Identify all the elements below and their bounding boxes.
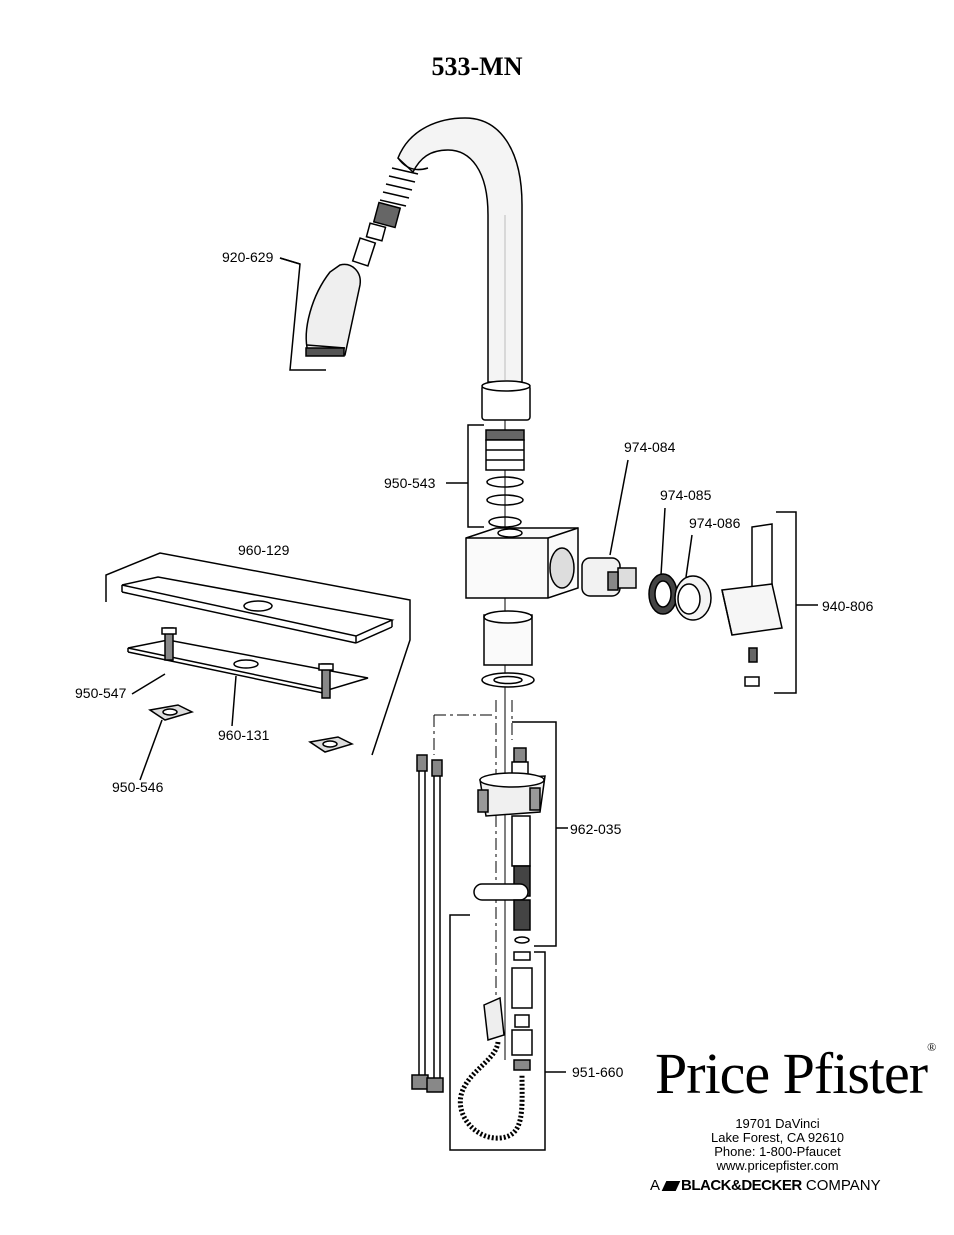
label-950-547: 950-547 [75,685,127,701]
faucet-body [465,527,579,599]
spray-head-drawing [305,237,377,357]
oring-stack [485,429,525,528]
label-951-660: 951-660 [572,1064,624,1080]
spout-drawing [397,117,523,383]
company-name: BLACK&DECKER [681,1177,802,1194]
address-line: Lake Forest, CA 92610 [711,1130,844,1145]
base-plate [127,627,369,699]
cartridge [581,557,637,597]
spout-hose-spring [365,167,419,242]
deck-plate [121,576,395,644]
company-prefix: A [650,1177,661,1194]
black-decker-logo-icon [661,1181,681,1191]
company-suffix: COMPANY [805,1177,881,1194]
valve-assembly [473,747,546,944]
brand-logo: Price Pfister® [655,1040,936,1106]
label-960-131: 960-131 [218,727,270,743]
phone-line: Phone: 1-800-Pfaucet [714,1144,841,1159]
label-950-546: 950-546 [112,779,164,795]
supply-lines [411,754,444,1093]
mounting-nut-left [148,704,195,721]
label-974-086: 974-086 [689,515,741,531]
address-line: 19701 DaVinci [735,1116,820,1131]
company-address: 19701 DaVinci Lake Forest, CA 92610 Phon… [690,1117,865,1173]
brand-name: Price Pfister [655,1041,928,1106]
label-950-543: 950-543 [384,475,436,491]
pull-out-hose [457,951,533,1141]
handle-lever [721,523,783,687]
label-940-806: 940-806 [822,598,874,614]
page-title: 533-MN [431,52,523,81]
label-960-129: 960-129 [238,542,290,558]
mounting-nut-right [308,736,355,753]
parent-company-line: A BLACK&DECKER COMPANY [650,1177,881,1194]
label-920-629: 920-629 [222,249,274,265]
label-962-035: 962-035 [570,821,622,837]
label-974-084: 974-084 [624,439,676,455]
label-974-085: 974-085 [660,487,712,503]
website-line: www.pricepfister.com [716,1158,839,1173]
